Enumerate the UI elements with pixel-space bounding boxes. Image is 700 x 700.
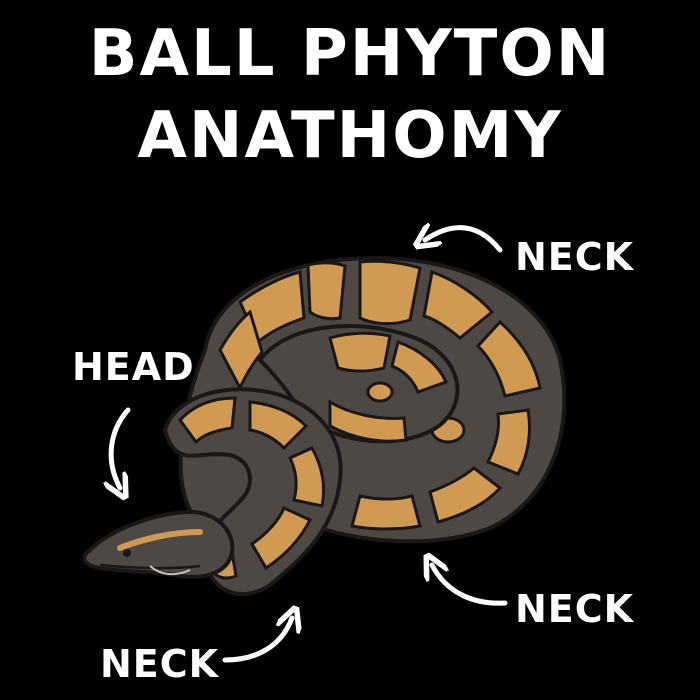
arrow-neck-bottom [222, 618, 292, 663]
title-line-1: BALL PHYTON [88, 17, 612, 91]
label-head: HEAD [72, 345, 195, 389]
title-line-2: ANATHOMY [137, 99, 563, 173]
snake-head [82, 509, 235, 579]
label-neck-bottom: NECK [100, 642, 220, 686]
arrow-neck-top [425, 228, 503, 253]
label-neck-right: NECK [515, 587, 635, 631]
arrow-head [111, 407, 131, 488]
arrow-neck-right [432, 565, 508, 606]
snake-eye [123, 549, 131, 557]
label-neck-top: NECK [515, 235, 635, 279]
snake-body [82, 255, 567, 596]
